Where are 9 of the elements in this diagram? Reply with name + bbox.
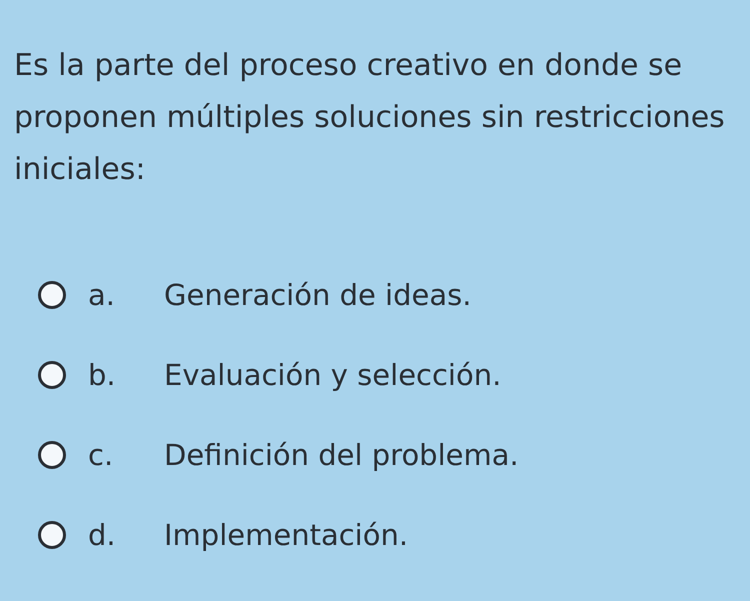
question-text: Es la parte del proceso creativo en donde se proponen múltiples soluciones sin restricciones iniciales: xyxy=(14,47,726,189)
option-letter: c. xyxy=(88,437,114,473)
option-letter: d. xyxy=(88,517,116,553)
answer-option: Generación de ideas. xyxy=(164,277,472,313)
option-letter: b. xyxy=(88,357,116,393)
answer-option: Implementación. xyxy=(164,517,408,553)
option-letter: a. xyxy=(88,277,115,313)
answer-option: Definición del problema. xyxy=(164,437,519,473)
answer-option: Evaluación y selección. xyxy=(164,357,502,393)
